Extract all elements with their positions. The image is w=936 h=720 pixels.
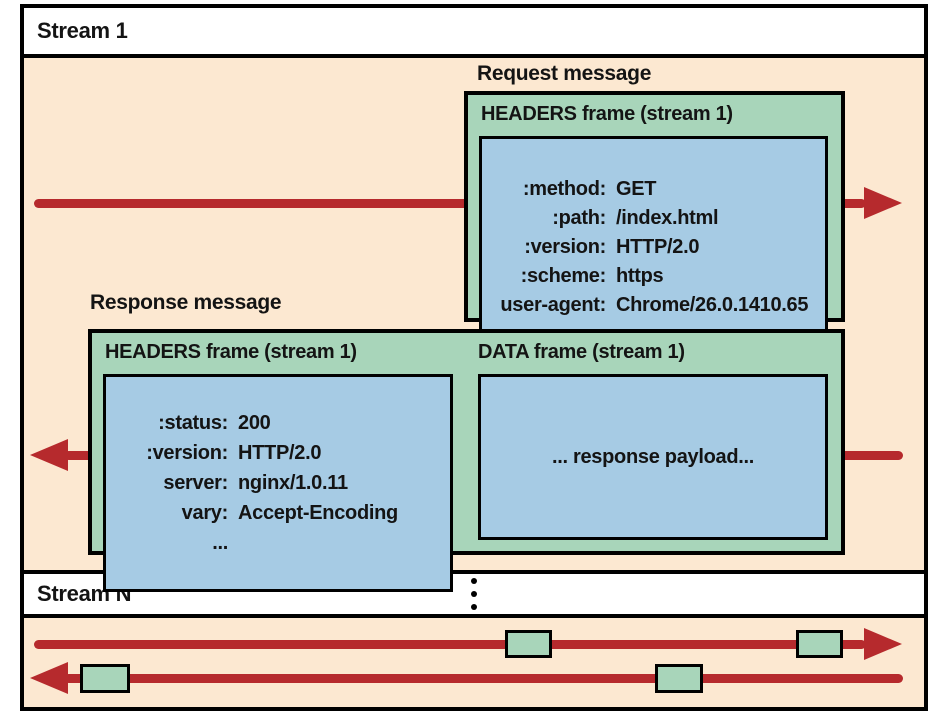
streamN-response-arrow-head-icon bbox=[30, 662, 68, 694]
header-value bbox=[238, 528, 450, 558]
request-arrow-line bbox=[34, 199, 866, 208]
response-headers-payload: :status: 200 :version: HTTP/2.0 server: … bbox=[103, 374, 453, 592]
response-arrow-head-icon bbox=[30, 439, 68, 471]
request-frame-title: HEADERS frame (stream 1) bbox=[481, 103, 733, 125]
header-value: GET bbox=[616, 178, 657, 200]
header-value: HTTP/2.0 bbox=[616, 236, 700, 258]
response-data-payload: ... response payload... bbox=[478, 374, 828, 540]
header-value: HTTP/2.0 bbox=[238, 442, 322, 464]
header-value: /index.html bbox=[616, 207, 719, 229]
streamN-request-arrow-line bbox=[34, 640, 866, 649]
response-data-frame-title: DATA frame (stream 1) bbox=[478, 341, 685, 363]
header-key: :status: bbox=[158, 412, 228, 434]
streamN-area bbox=[24, 618, 924, 707]
stream1-band: Stream 1 bbox=[24, 8, 924, 54]
vertical-ellipsis-icon bbox=[471, 578, 477, 584]
header-key: user-agent: bbox=[500, 294, 606, 316]
band-divider bbox=[24, 54, 924, 58]
header-key: server: bbox=[163, 472, 228, 494]
vertical-ellipsis-icon bbox=[471, 604, 477, 610]
vertical-ellipsis-icon bbox=[471, 591, 477, 597]
band-divider bbox=[24, 614, 924, 618]
header-key: :scheme: bbox=[520, 265, 607, 287]
header-key: :path: bbox=[552, 207, 606, 229]
request-headers-frame: HEADERS frame (stream 1) :method: GET :p… bbox=[464, 91, 845, 359]
response-headers-frame-title: HEADERS frame (stream 1) bbox=[105, 341, 357, 363]
header-key: ... bbox=[212, 532, 228, 554]
header-value: 200 bbox=[238, 412, 271, 434]
request-message-label: Request message bbox=[477, 62, 652, 85]
streamN-request-arrow-head-icon bbox=[864, 628, 902, 660]
header-key: vary: bbox=[181, 502, 229, 524]
header-value: Accept-Encoding bbox=[238, 502, 398, 524]
header-key: :method: bbox=[522, 178, 606, 200]
frame-box-icon bbox=[80, 664, 130, 693]
response-message-label: Response message bbox=[90, 291, 282, 314]
header-key: :version: bbox=[524, 236, 606, 258]
band-divider bbox=[24, 570, 924, 574]
stream1-label: Stream 1 bbox=[37, 18, 128, 43]
request-arrow-head-icon bbox=[864, 187, 902, 219]
header-value: Chrome/26.0.1410.65 bbox=[616, 294, 809, 316]
response-frames: HEADERS frame (stream 1) DATA frame (str… bbox=[88, 329, 845, 592]
frame-box-icon bbox=[796, 630, 843, 658]
frame-box-icon bbox=[655, 664, 703, 693]
header-key: :version: bbox=[146, 442, 228, 464]
streamN-response-arrow-line bbox=[64, 674, 903, 683]
header-value: nginx/1.0.11 bbox=[238, 472, 348, 494]
header-value: https bbox=[616, 265, 664, 287]
frame-box-icon bbox=[505, 630, 552, 658]
request-headers-payload: :method: GET :path: /index.html :version… bbox=[479, 136, 828, 359]
